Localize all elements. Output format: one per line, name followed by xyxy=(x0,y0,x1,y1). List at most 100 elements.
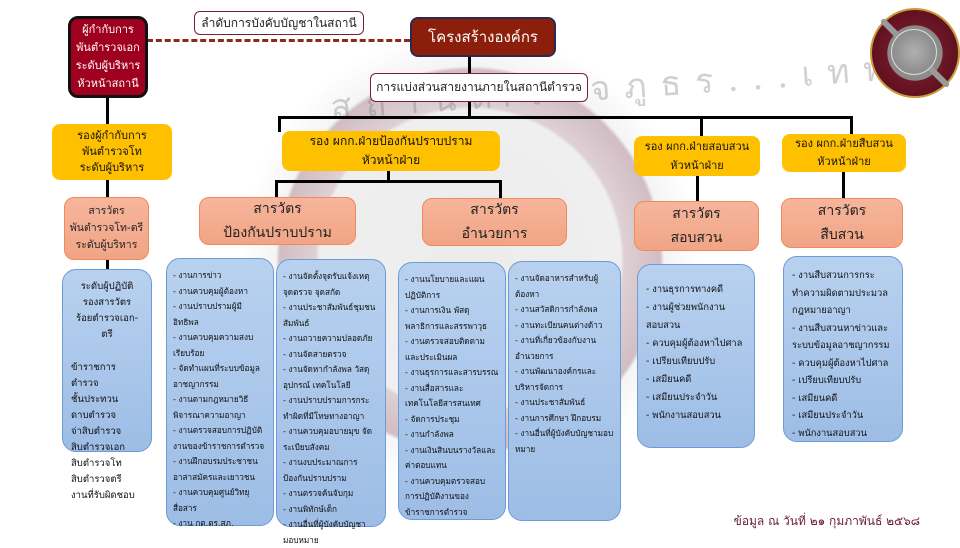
connector-line xyxy=(106,259,109,271)
task-item: - งานกำลังพล xyxy=(405,429,454,439)
task-item: - งานปราบปรามการกระทำผิดที่มีโทษทางอาญา xyxy=(283,395,370,421)
deputy-chief-box: รองผู้กำกับการ พันตำรวจโท ระดับผู้บริหาร xyxy=(52,124,172,180)
task-item: - งาน กต.ตร.สภ. xyxy=(173,518,234,528)
task-item: - งานตรวจสอบการปฏิบัติงานของข้าราชการตำร… xyxy=(173,425,265,451)
task-item: - งานการเงิน พัสดุ พลาธิการและสรรพาวุธ xyxy=(405,305,488,331)
connector-line xyxy=(275,180,502,183)
connector-line xyxy=(700,116,703,138)
task-item: - เสมียนคดี xyxy=(646,374,692,385)
task-item: - งานจัดหากำลังพล วัสดุ อุปกรณ์ เทคโนโลย… xyxy=(283,364,370,390)
inspector-admin-affairs-line: อำนวยการ xyxy=(461,226,528,242)
deputy-detective-line: หัวหน้าฝ่าย xyxy=(817,155,871,168)
inspector-inquiry-line: สอบสวน xyxy=(670,230,723,246)
task-item: - งานควบคุมความสงบเรียบร้อย xyxy=(173,332,254,358)
connector-line xyxy=(387,170,390,182)
task-item: - งานตามกฎหมายวิธีพิจารณาความอาญา xyxy=(173,394,249,420)
task-item: - งานการศึกษา ฝึกอบรม xyxy=(515,412,602,423)
task-item: - เปรียบเทียบปรับ xyxy=(646,356,716,367)
practitioner-header-line: ร้อยตำรวจเอก-ตรี xyxy=(75,313,138,340)
connector-line xyxy=(278,116,852,119)
inspector-admin-line: พันตำรวจโท-ตรี xyxy=(69,222,144,234)
deputy-chief-line: รองผู้กำกับการ xyxy=(77,129,147,142)
practitioner-item: สิบตำรวจโท xyxy=(71,458,122,469)
practitioner-header-line: ระดับผู้ปฏิบัติ xyxy=(80,281,134,292)
task-item: - งานควบคุมผู้ต้องหา xyxy=(173,285,248,296)
deputy-chief-line: พันตำรวจโท xyxy=(82,145,142,158)
connector-line xyxy=(850,116,853,134)
task-item: - เสมียนประจำวัน xyxy=(646,392,718,403)
task-item: - งานตรวจค้นจับกุม xyxy=(283,488,354,498)
practitioner-item: สิบตำรวจตรี xyxy=(71,474,122,485)
deputy-inquiry-line: รอง ผกก.ฝ่ายสอบสวน xyxy=(644,140,750,153)
task-item: - งานปราบปรามผู้มีอิทธิพล xyxy=(173,301,242,327)
task-item: - ควบคุมผู้ต้องหาไปศาล xyxy=(792,357,889,369)
task-item: - งานทะเบียนคนต่างด้าว xyxy=(515,319,603,330)
prevention-tasks-box-2: - งานจัดตั้งจุดรับแจ้งเหตุ จุดตรวจ จุดสก… xyxy=(276,259,386,545)
practitioner-item: ดาบตำรวจ xyxy=(71,410,117,421)
task-item: - จัดการประชุม xyxy=(405,413,460,424)
task-item: - งานสื่อสารและเทคโนโลยีสารสนเทศ xyxy=(405,382,481,409)
connector-line xyxy=(468,57,471,73)
task-item: - งานควบคุมอบายมุข จัดระเบียบสังคม xyxy=(283,426,373,452)
task-item: - งานพิทักษ์เด็ก xyxy=(283,503,337,514)
inspector-prevention-line: สารวัตร xyxy=(253,201,302,217)
prevention-tasks-box-1: - งานการข่าว - งานควบคุมผู้ต้องหา - งานป… xyxy=(166,258,274,528)
chief-line: พันตำรวจเอก xyxy=(76,41,140,54)
task-item: - งานอื่นที่ผู้บังคับบัญชามอบหมาย xyxy=(283,519,366,545)
task-item: - งานประชาสัมพันธ์ xyxy=(515,397,586,407)
task-item: - งานงบประมาณการป้องกันปราบปราม xyxy=(283,457,358,483)
deputy-detective-line: รอง ผกก.ฝ่ายสืบสวน xyxy=(795,137,893,150)
inspector-inquiry-box: สารวัตร สอบสวน xyxy=(634,201,759,251)
connector-line xyxy=(278,116,281,132)
connector-line xyxy=(106,179,109,199)
task-item: - เสมียนคดี xyxy=(792,392,838,404)
inquiry-tasks-box: - งานธุรการทางคดี - งานผู้ช่วยพนักงานสอบ… xyxy=(637,264,755,448)
task-item: - งานสวัสดิการกำลังพล xyxy=(515,304,598,314)
task-item: - งานเงินสินบนรางวัลและค่าตอบแทน xyxy=(405,444,496,471)
task-item: - งานนโยบายและแผนปฏิบัติการ xyxy=(405,274,485,300)
task-item: - เปรียบเทียบปรับ xyxy=(792,375,862,386)
task-item: - งานสืบสวนหาข่าวและระบบข้อมูลอาชญากรรม xyxy=(792,322,890,352)
inspector-prevention-box: สารวัตร ป้องกันปราบปราม xyxy=(199,197,356,245)
connector-line xyxy=(842,170,845,198)
deputy-prevention-box: รอง ผกก.ฝ่ายป้องกันปราบปราม หัวหน้าฝ่าย xyxy=(282,131,500,171)
inspector-detective-line: สารวัตร xyxy=(817,203,867,219)
task-item: - พนักงานสอบสวน xyxy=(792,427,867,439)
task-item: - งานถวายความปลอดภัย xyxy=(283,333,373,343)
task-item: - งานธุรการทางคดี xyxy=(646,284,724,295)
practitioner-item: ชั้นประทวน xyxy=(71,394,119,405)
org-structure-title-text: โครงสร้างองค์กร xyxy=(428,28,538,46)
inspector-detective-box: สารวัตร สืบสวน xyxy=(781,198,903,248)
task-item: - งานพัฒนาองค์กรและบริหารจัดการ xyxy=(515,366,597,392)
practitioner-box: ระดับผู้ปฏิบัติ รองสารวัตร ร้อยตำรวจเอก-… xyxy=(62,269,152,501)
inspector-inquiry-line: สารวัตร xyxy=(672,206,721,222)
connector-line xyxy=(468,102,471,118)
task-item: - งานจัดอาหารสำหรับผู้ต้องหา xyxy=(515,273,599,299)
task-item: - พนักงานสอบสวน xyxy=(646,410,721,421)
connector-line xyxy=(275,180,278,198)
inspector-admin-box: สารวัตร พันตำรวจโท-ตรี ระดับผู้บริหาร xyxy=(64,197,149,260)
chief-box: ผู้กำกับการ พันตำรวจเอก ระดับผู้บริหาร ห… xyxy=(68,16,148,98)
task-item: - งานควบคุมตรวจสอบการปฏิบัติงานของข้าราช… xyxy=(405,475,486,517)
task-item: - งานอื่นที่ผู้บังคับบัญชามอบหมาย xyxy=(515,428,614,454)
task-item: - งานฝึกอบรมประชาชนอาสาสมัครและเยาวชน xyxy=(173,456,258,482)
deputy-prevention-line: รอง ผกก.ฝ่ายป้องกันปราบปราม xyxy=(309,134,473,148)
police-emblem-icon xyxy=(870,8,960,98)
practitioner-header-line: รองสารวัตร xyxy=(82,297,132,308)
task-item: - งานธุรการและสารบรรณ xyxy=(405,367,499,377)
division-label: การแบ่งส่วนสายงานภายในสถานีตำรวจ xyxy=(370,73,588,102)
connector-line xyxy=(696,175,699,202)
inspector-admin-line: ระดับผู้บริหาร xyxy=(75,239,138,251)
inspector-admin-affairs-line: สารวัตร xyxy=(470,202,519,218)
task-item: - งานสืบสวนการกระทำความผิดตามประมวลกฎหมา… xyxy=(792,270,888,316)
deputy-inquiry-box: รอง ผกก.ฝ่ายสอบสวน หัวหน้าฝ่าย xyxy=(634,136,760,176)
task-item: - งานที่เกี่ยวข้องกับงานอำนวยการ xyxy=(515,335,597,361)
deputy-chief-line: ระดับผู้บริหาร xyxy=(79,161,145,174)
chief-line: หัวหน้าสถานี xyxy=(77,77,139,90)
practitioner-item: ข้าราชการตำรวจ xyxy=(71,362,116,389)
org-structure-title: โครงสร้างองค์กร xyxy=(410,17,556,57)
deputy-prevention-line: หัวหน้าฝ่าย xyxy=(361,153,421,167)
task-item: - เสมียนประจำวัน xyxy=(792,410,864,421)
spacer xyxy=(71,343,143,360)
dashed-connector xyxy=(147,39,410,42)
